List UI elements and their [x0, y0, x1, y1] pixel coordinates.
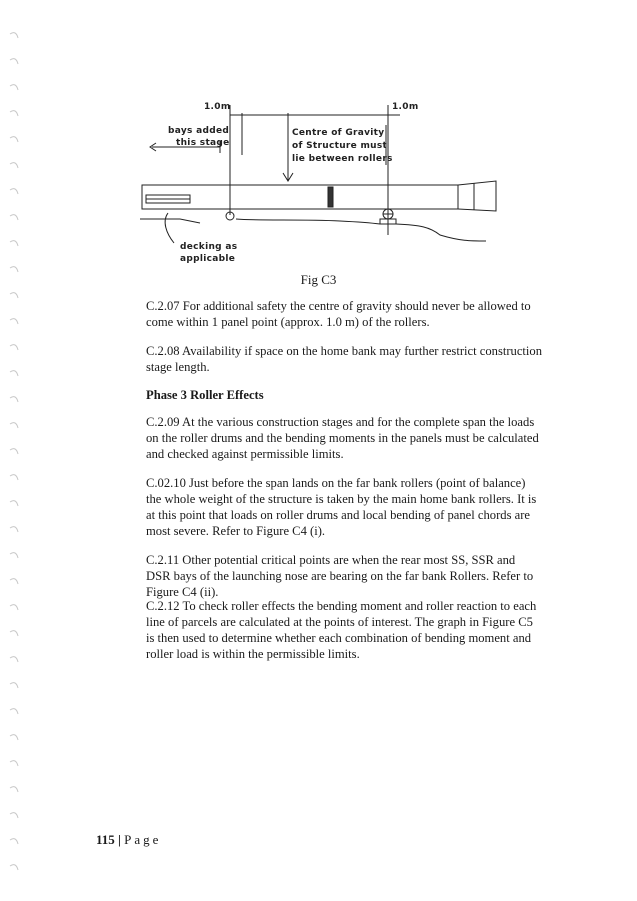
paragraph-c211: C.2.11 Other potential critical points a… — [146, 552, 542, 600]
cog-label-line1: Centre of Gravity — [292, 128, 384, 138]
ground-line-mid — [235, 218, 381, 225]
page-number: 115 — [96, 832, 115, 847]
home-bank-roller — [225, 211, 235, 221]
bays-added-label-line2: this stage — [176, 138, 230, 148]
figure-caption: Fig C3 — [300, 272, 337, 287]
right-dimension-label: 1.0m — [392, 102, 419, 112]
page-footer: 115 | Page — [96, 832, 161, 848]
decking-label-line1: decking as — [180, 242, 237, 252]
paragraph-text: C.2.11 Other potential critical points a… — [146, 553, 534, 599]
phase-3-heading: Phase 3 Roller Effects — [146, 388, 264, 402]
paragraph-c210: C.02.10 Just before the span lands on th… — [146, 475, 542, 539]
left-dimension-label: 1.0m — [204, 102, 231, 112]
paragraph-c208: C.2.08 Availability if space on the home… — [146, 343, 542, 375]
page-word: Page — [124, 832, 162, 847]
paragraph-text: C.2.07 For additional safety the centre … — [146, 299, 531, 329]
section-heading: Phase 3 Roller Effects — [146, 387, 542, 403]
cog-label-line3: lie between rollers — [292, 154, 393, 164]
paragraph-c212: C.2.12 To check roller effects the bendi… — [146, 598, 542, 662]
footer-separator: | — [118, 832, 121, 847]
figure-c3-diagram: 1.0m 1.0m bays added this stage Centre o… — [140, 102, 497, 264]
paragraph-c209: C.2.09 At the various construction stage… — [146, 414, 542, 462]
ground-line-far — [395, 223, 487, 242]
decking-leader — [164, 212, 175, 244]
cog-label-line2: of Structure must — [292, 141, 388, 151]
paragraph-text: C.2.09 At the various construction stage… — [146, 415, 539, 461]
decking-label-line2: applicable — [180, 254, 235, 264]
paragraph-text: C.02.10 Just before the span lands on th… — [146, 476, 537, 538]
launching-nose — [457, 180, 497, 212]
ground-line-home — [140, 218, 201, 224]
paragraph-text: C.2.12 To check roller effects the bendi… — [146, 599, 537, 661]
bays-added-label-line1: bays added — [168, 126, 229, 136]
bridge-girder — [141, 184, 459, 210]
paragraph-text: C.2.08 Availability if space on the home… — [146, 344, 543, 374]
binding-holes — [9, 32, 19, 871]
paragraph-c207: C.2.07 For additional safety the centre … — [146, 298, 542, 330]
